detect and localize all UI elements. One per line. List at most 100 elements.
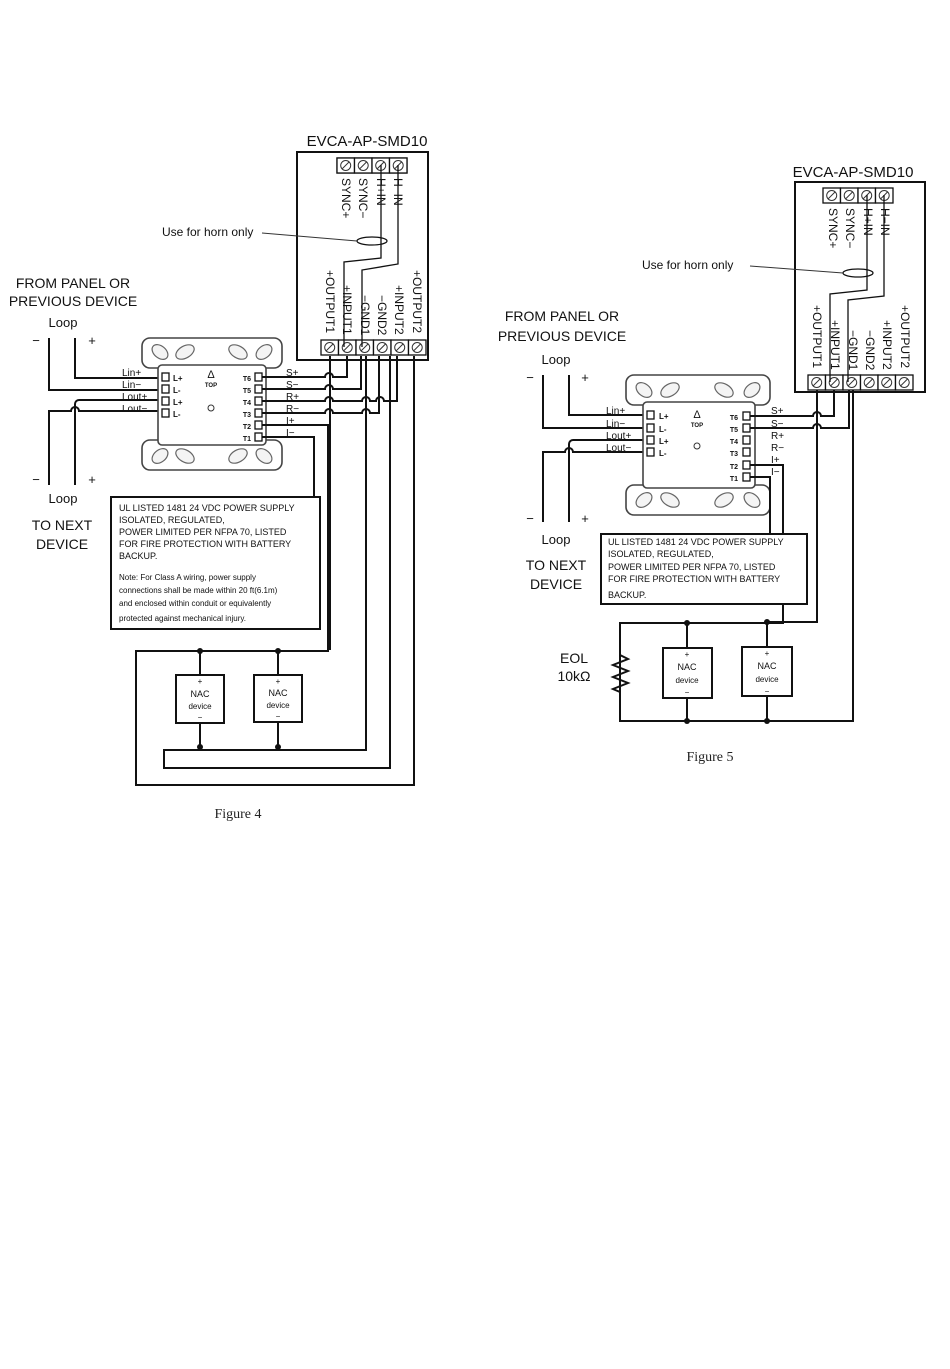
top-arrow-icon: Δ: [207, 369, 215, 381]
wire-label-lin-minus: Lin−: [122, 380, 141, 391]
horn-wire-plus: [343, 165, 382, 347]
psu-note-line: BACKUP.: [119, 551, 157, 561]
base-left-pins: [646, 410, 655, 457]
terminal-label-input2: +INPUT2: [392, 285, 406, 335]
screw-terminal-icon[interactable]: [807, 374, 827, 391]
nac-label: device: [188, 702, 212, 711]
pin-l-plus: L+: [659, 437, 669, 446]
figure-4: EVCA-AP-SMD10 SYNC+ SYNC− H+IN H−IN +OUT…: [9, 133, 429, 822]
loop-top-minus: −: [526, 370, 534, 385]
nac-plus: +: [198, 677, 203, 686]
wire-lin-minus: [542, 375, 645, 429]
eol-resistor-icon: [610, 623, 631, 721]
terminal-label-gnd1: −GND1: [846, 330, 860, 371]
top-label: TOP: [691, 423, 703, 429]
nac-label: NAC: [677, 662, 697, 672]
nac-minus: −: [198, 713, 203, 722]
wire-label-i-minus: I−: [286, 428, 295, 439]
wire-label-i-minus: I−: [771, 467, 780, 478]
terminal-label-output1: +OUTPUT1: [323, 270, 337, 333]
horn-wire-plus: [829, 195, 868, 382]
eol-label: EOL: [560, 650, 588, 666]
psu-note-line: UL LISTED 1481 24 VDC POWER SUPPLY: [119, 503, 295, 513]
wire-gnd-loop: [163, 356, 391, 769]
loop-top-label: Loop: [542, 352, 571, 367]
screw-terminal-icon[interactable]: [839, 187, 859, 204]
pin-t4: T4: [730, 439, 738, 446]
pin-t1: T1: [243, 436, 251, 443]
psu-note-line: FOR FIRE PROTECTION WITH BATTERY: [608, 574, 780, 584]
pin-l-minus: L-: [659, 449, 667, 458]
psu-note-line: POWER LIMITED PER NFPA 70, LISTED: [608, 562, 776, 572]
nac-label: device: [266, 701, 290, 710]
wire-i-minus: [750, 476, 771, 535]
pin-t5: T5: [243, 388, 251, 395]
wire-label-lin-plus: Lin+: [122, 368, 141, 379]
device-label: DEVICE: [36, 536, 88, 552]
loop-bottom-label: Loop: [542, 532, 571, 547]
module-title: EVCA-AP-SMD10: [307, 133, 428, 150]
psu-note-line: UL LISTED 1481 24 VDC POWER SUPPLY: [608, 537, 784, 547]
psu-note-box: [600, 533, 808, 605]
pin-l-minus: L-: [173, 410, 181, 419]
from-panel-label: FROM PANEL OR: [16, 275, 130, 291]
psu-note-line: FOR FIRE PROTECTION WITH BATTERY: [119, 539, 291, 549]
class-a-note-line: protected against mechanical injury.: [119, 614, 246, 623]
nac-label: NAC: [190, 689, 210, 699]
screw-terminal-icon[interactable]: [372, 339, 392, 356]
psu-note-line: POWER LIMITED PER NFPA 70, LISTED: [119, 527, 287, 537]
wire-label-s-minus: S−: [771, 419, 784, 430]
wire-lout-plus: [568, 439, 645, 522]
loop-bottom-plus: +: [88, 472, 96, 487]
wire-r-minus: [262, 356, 380, 414]
screw-terminal-icon[interactable]: [877, 374, 897, 391]
screw-terminal-icon[interactable]: [353, 157, 373, 174]
screw-terminal-icon[interactable]: [337, 339, 357, 356]
class-a-note-line: Note: For Class A wiring, power supply: [119, 573, 256, 582]
junction-dot: [275, 744, 281, 750]
psu-note-line: ISOLATED, REGULATED,: [608, 549, 714, 559]
pin-l-plus: L+: [173, 398, 183, 407]
psu-note-line: BACKUP.: [608, 590, 646, 600]
junction-dot: [764, 718, 770, 724]
wire-lout-minus: [542, 447, 645, 522]
screw-terminal-icon[interactable]: [336, 157, 356, 174]
loop-top-label: Loop: [49, 315, 78, 330]
pin-t1: T1: [730, 476, 738, 483]
terminal-label-h-plus-in: H+IN: [861, 208, 875, 236]
wire-label-lin-minus: Lin−: [606, 419, 625, 430]
screw-terminal-icon[interactable]: [859, 374, 879, 391]
psu-note-box: [110, 496, 321, 630]
terminal-label-sync-plus: SYNC+: [826, 208, 840, 248]
screw-terminal-icon[interactable]: [355, 339, 375, 356]
wire-label-r-minus: R−: [771, 443, 784, 454]
class-a-note-line: and enclosed within conduit or equivalen…: [119, 599, 271, 608]
terminal-label-sync-minus: SYNC−: [356, 178, 370, 218]
figure-caption: Figure 5: [686, 750, 733, 765]
wire-lout-minus: [48, 406, 160, 485]
screw-terminal-icon[interactable]: [842, 374, 862, 391]
base-left-pins: [161, 372, 170, 418]
wire-label-i-plus: I+: [771, 455, 780, 466]
screw-terminal-icon[interactable]: [407, 339, 427, 356]
pin-t5: T5: [730, 427, 738, 434]
screw-terminal-icon[interactable]: [824, 374, 844, 391]
nac-device: + NAC device −: [175, 674, 225, 724]
pin-t2: T2: [730, 464, 738, 471]
nac-branch-wires: [199, 651, 279, 747]
nac-plus: +: [765, 649, 770, 658]
psu-note-line: ISOLATED, REGULATED,: [119, 515, 225, 525]
screw-terminal-icon[interactable]: [822, 187, 842, 204]
nac-minus: −: [685, 688, 690, 697]
horn-note-leader: [261, 232, 358, 242]
screw-terminal-icon[interactable]: [390, 339, 410, 356]
wire-label-lout-minus: Lout−: [606, 443, 631, 454]
screw-terminal-icon[interactable]: [894, 374, 914, 391]
pin-t6: T6: [730, 415, 738, 422]
pin-l-plus: L+: [173, 374, 183, 383]
top-terminal-block: [822, 187, 894, 204]
pin-t3: T3: [243, 412, 251, 419]
eol-value: 10kΩ: [557, 668, 590, 684]
nac-device: + NAC device −: [741, 646, 793, 697]
screw-terminal-icon[interactable]: [320, 339, 340, 356]
